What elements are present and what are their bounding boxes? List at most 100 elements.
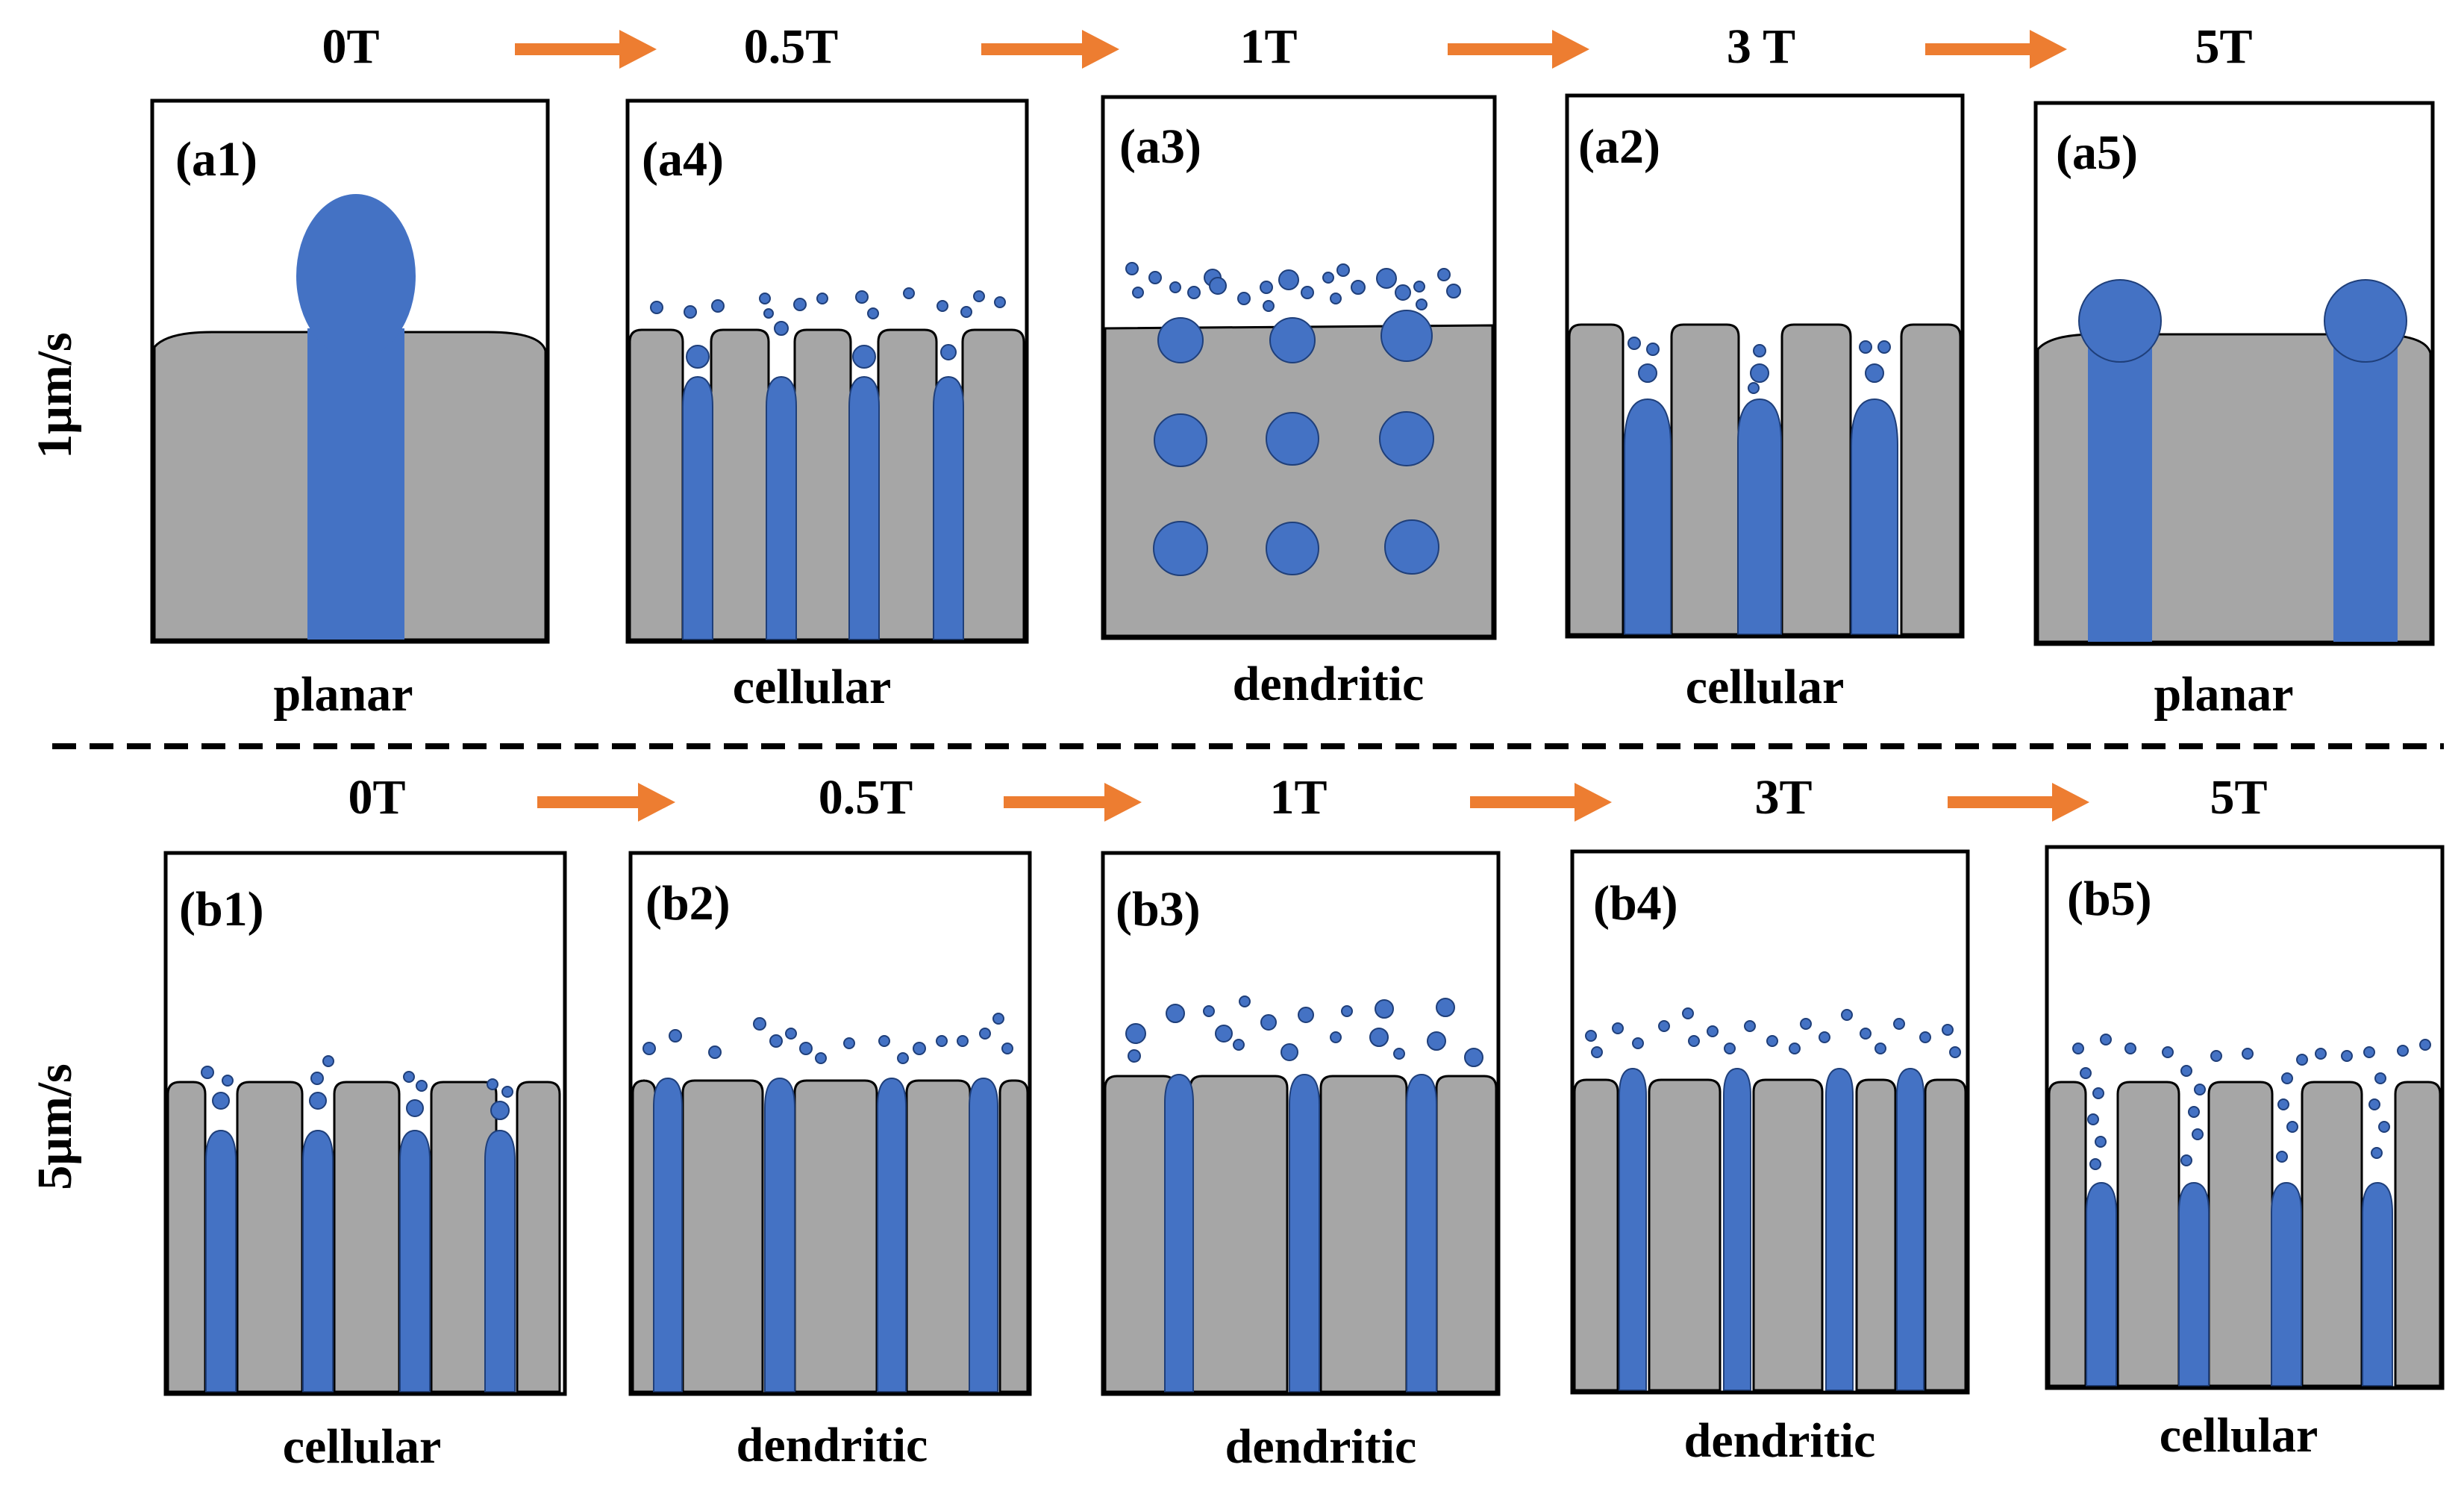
liquid-droplet	[2080, 1067, 2092, 1079]
liquid-droplet	[2124, 1043, 2136, 1054]
liquid-droplet	[816, 293, 828, 304]
liquid-droplet	[1585, 1030, 1597, 1042]
liquid-droplet	[1132, 287, 1144, 298]
solid-cell	[628, 328, 684, 641]
solid-cell	[2207, 1081, 2274, 1387]
liquid-droplet	[903, 287, 915, 299]
liquid-channel	[205, 1129, 237, 1392]
arrow-shaft	[1470, 796, 1582, 808]
field-label-a3: 1T	[1239, 19, 1297, 74]
liquid-droplet	[309, 1092, 327, 1110]
liquid-droplet	[1789, 1043, 1801, 1054]
liquid-droplet	[2397, 1045, 2409, 1057]
panel-border	[1570, 849, 1970, 1395]
liquid-droplet	[1278, 269, 1299, 290]
liquid-droplet	[1627, 337, 1641, 350]
liquid-droplet	[1874, 1043, 1886, 1054]
liquid-channel	[2362, 1181, 2393, 1387]
panel-border	[2033, 101, 2435, 646]
solid-cell	[1648, 1078, 1722, 1392]
liquid-droplet	[897, 1052, 909, 1064]
liquid-droplet	[855, 290, 869, 304]
morphology-label-b3: dendritic	[1225, 1419, 1417, 1474]
morphology-label-a4: cellular	[733, 660, 892, 714]
arrow-head	[1104, 783, 1142, 822]
liquid-column	[307, 328, 404, 640]
liquid-droplet	[2188, 1106, 2200, 1118]
liquid-droplet	[799, 1042, 813, 1055]
liquid-channel	[2271, 1181, 2302, 1387]
liquid-droplet	[2374, 1072, 2386, 1084]
liquid-droplet	[2419, 1039, 2431, 1051]
solid-cell	[1670, 323, 1740, 636]
liquid-droplet	[2368, 1098, 2380, 1110]
panel-id-b5: (b5)	[2067, 872, 2152, 926]
solid-cell	[905, 1079, 972, 1393]
liquid-droplet-entrapped	[1266, 522, 1319, 575]
liquid-droplet	[1646, 343, 1660, 356]
liquid-droplet	[642, 1042, 656, 1055]
arrow-shaft	[981, 43, 1089, 55]
arrow-head	[619, 30, 657, 69]
solid-matrix	[1104, 324, 1494, 637]
liquid-droplet	[1859, 340, 1872, 354]
panel-border	[1101, 851, 1501, 1396]
liquid-droplet	[1393, 1048, 1405, 1060]
solid-cell	[516, 1081, 561, 1393]
liquid-droplet	[2363, 1046, 2375, 1058]
liquid-droplet	[1841, 1009, 1853, 1021]
panel-id-a4: (a4)	[642, 132, 724, 187]
panels	[150, 93, 2445, 1396]
solid-cell	[333, 1081, 401, 1393]
panel-id-b3: (b3)	[1116, 882, 1201, 937]
liquid-droplet	[793, 298, 807, 311]
arrow-1-2	[981, 30, 1119, 69]
liquid-channel	[1619, 1067, 1647, 1391]
liquid-droplet	[1237, 292, 1251, 305]
field-label-a5: 5T	[2195, 19, 2252, 74]
liquid-droplet	[979, 1028, 991, 1040]
liquid-droplet	[1446, 284, 1461, 298]
liquid-droplet	[1001, 1043, 1013, 1054]
solid-cell	[166, 1081, 207, 1393]
liquid-droplet	[2315, 1048, 2327, 1060]
solid-cell	[236, 1081, 304, 1393]
panel-a1	[150, 99, 550, 644]
row-label-2: 5μm/s	[28, 1063, 82, 1190]
field-label-a4: 0.5T	[744, 19, 839, 74]
liquid-droplet	[759, 293, 771, 304]
liquid-droplet-entrapped	[1269, 317, 1316, 363]
liquid-droplet	[2100, 1034, 2112, 1045]
liquid-droplet	[1187, 286, 1201, 299]
solid-cell	[1319, 1075, 1408, 1393]
liquid-droplet	[774, 321, 789, 336]
liquid-droplet	[867, 307, 879, 319]
arrow-shaft	[515, 43, 627, 55]
arrow-2-4	[1948, 783, 2089, 822]
panel-border	[150, 99, 550, 644]
field-label-b3: 1T	[1269, 770, 1327, 825]
solid-cell	[1900, 323, 1962, 636]
arrow-1-3	[1448, 30, 1589, 69]
liquid-droplet	[1427, 1031, 1446, 1051]
liquid-droplet	[1239, 995, 1251, 1007]
liquid-droplet	[2095, 1136, 2107, 1148]
panel-id-a3: (a3)	[1119, 119, 1201, 174]
arrow-head	[1552, 30, 1589, 69]
liquid-droplet	[2277, 1098, 2289, 1110]
liquid-droplet	[753, 1017, 766, 1031]
liquid-droplet	[1688, 1035, 1700, 1047]
liquid-droplet	[1766, 1035, 1778, 1047]
liquid-channel	[2086, 1181, 2117, 1387]
panel-a2	[1565, 93, 1965, 639]
panel-b2	[628, 851, 1032, 1396]
liquid-droplet	[994, 296, 1006, 308]
liquid-droplet	[686, 345, 710, 369]
liquid-droplet	[936, 300, 948, 312]
liquid-droplet	[1638, 363, 1657, 383]
panel-a5	[2033, 101, 2435, 646]
liquid-channel	[969, 1077, 998, 1392]
arrow-shaft	[1004, 796, 1112, 808]
panel-id-a1: (a1)	[175, 132, 257, 187]
